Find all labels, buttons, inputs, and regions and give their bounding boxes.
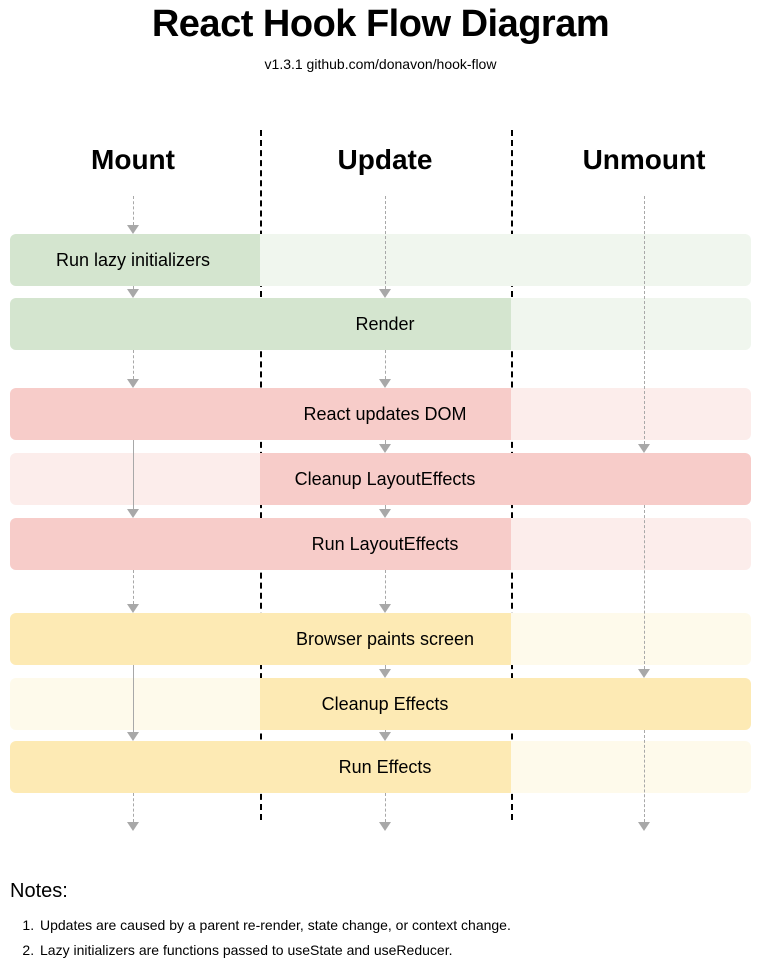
page-title: React Hook Flow Diagram <box>151 3 610 45</box>
update-arrow-enter-line <box>385 196 386 289</box>
update-arrow-run-effects-line <box>385 730 386 732</box>
mount-arrow-render-arrowhead <box>127 289 139 298</box>
lifecycle-row: Cleanup LayoutEffects <box>10 453 751 505</box>
lifecycle-row: Render <box>10 298 751 350</box>
row-segment-mount-inactive <box>10 453 260 505</box>
lifecycle-row: Cleanup Effects <box>10 678 751 730</box>
row-label: React updates DOM <box>303 404 467 424</box>
row-segment-update-active <box>260 453 511 505</box>
update-arrow-exit-arrowhead <box>379 822 391 831</box>
row-segment-update-active <box>260 298 511 350</box>
column-header-update: Update <box>337 144 433 175</box>
row-segment-unmount-inactive <box>511 298 751 350</box>
row-label: Run Effects <box>338 757 432 777</box>
update-arrow-dom-line <box>385 350 386 379</box>
unmount-arrow-exit-line <box>644 730 645 822</box>
mount-arrow-paint-arrowhead <box>127 604 139 613</box>
row-segment-unmount-inactive <box>511 613 751 665</box>
row-segment-mount-active <box>10 234 260 286</box>
row-segment-mount-active <box>10 298 260 350</box>
unmount-arrow-cleanup-layouteffects-line <box>644 196 645 444</box>
row-label: Run LayoutEffects <box>311 534 459 554</box>
row-segment-mount-active <box>10 741 260 793</box>
mount-skip-cleanup-layouteffects-line <box>133 440 134 509</box>
update-arrow-cleanup-effects-arrowhead <box>379 669 391 678</box>
row-segment-unmount-active <box>511 453 751 505</box>
lifecycle-row: Run LayoutEffects <box>10 518 751 570</box>
note-item: Lazy initializers are functions passed t… <box>38 938 751 963</box>
row-segment-unmount-inactive <box>511 741 751 793</box>
unmount-arrow-exit-arrowhead <box>638 822 650 831</box>
row-segment-mount-active <box>10 388 260 440</box>
update-arrow-enter-arrowhead <box>379 289 391 298</box>
row-segment-update-active <box>260 741 511 793</box>
mount-arrow-exit-line <box>133 793 134 822</box>
lifecycle-row: React updates DOM <box>10 388 751 440</box>
row-segment-mount-inactive <box>10 678 260 730</box>
row-segment-mount-active <box>10 613 260 665</box>
mount-skip-cleanup-effects-line <box>133 665 134 732</box>
row-segment-unmount-inactive <box>511 388 751 440</box>
update-arrow-run-layouteffects-line <box>385 505 386 509</box>
lifecycle-row: Browser paints screen <box>10 613 751 665</box>
page-header: React Hook Flow Diagram v1.3.1 github.co… <box>0 0 761 72</box>
unmount-arrow-cleanup-effects-arrowhead <box>638 669 650 678</box>
row-segment-unmount-inactive <box>511 234 751 286</box>
mount-skip-cleanup-layouteffects-arrowhead <box>127 509 139 518</box>
mount-arrow-enter-line <box>133 196 134 225</box>
row-segment-unmount-inactive <box>511 518 751 570</box>
update-arrow-paint-arrowhead <box>379 604 391 613</box>
update-arrow-paint-line <box>385 570 386 604</box>
notes-title: Notes: <box>10 880 68 902</box>
page-subtitle: v1.3.1 github.com/donavon/hook-flow <box>264 55 497 72</box>
column-header-mount: Mount <box>91 144 175 175</box>
mount-arrow-paint-line <box>133 570 134 604</box>
column-header-unmount: Unmount <box>582 144 706 175</box>
update-arrow-cleanup-effects-line <box>385 665 386 669</box>
row-segment-unmount-active <box>511 678 751 730</box>
mount-arrow-exit-arrowhead <box>127 822 139 831</box>
row-label: Cleanup Effects <box>321 694 449 714</box>
update-arrow-cleanup-layouteffects-arrowhead <box>379 444 391 453</box>
notes-section: Notes: Updates are caused by a parent re… <box>10 880 751 962</box>
mount-skip-cleanup-effects-arrowhead <box>127 732 139 741</box>
unmount-arrow-cleanup-layouteffects-arrowhead <box>638 444 650 453</box>
mount-arrow-enter-arrowhead <box>127 225 139 234</box>
update-arrow-run-effects-arrowhead <box>379 732 391 741</box>
row-label: Render <box>355 314 415 334</box>
mount-arrow-dom-line <box>133 350 134 379</box>
row-label: Browser paints screen <box>295 629 475 649</box>
notes-list: Updates are caused by a parent re-render… <box>10 913 751 962</box>
note-item: Updates are caused by a parent re-render… <box>38 913 751 938</box>
row-segment-mount-active <box>10 518 260 570</box>
update-arrow-run-layouteffects-arrowhead <box>379 509 391 518</box>
lifecycle-row: Run lazy initializers <box>10 234 751 286</box>
row-segment-update-active <box>260 613 511 665</box>
row-segment-update-active <box>260 678 511 730</box>
lifecycle-row: Run Effects <box>10 741 751 793</box>
mount-arrow-render-line <box>133 286 134 289</box>
row-label: Run lazy initializers <box>55 250 211 270</box>
mount-arrow-dom-arrowhead <box>127 379 139 388</box>
row-segment-update-active <box>260 518 511 570</box>
update-arrow-dom-arrowhead <box>379 379 391 388</box>
update-arrow-exit-line <box>385 793 386 822</box>
update-arrow-cleanup-layouteffects-line <box>385 440 386 444</box>
row-label: Cleanup LayoutEffects <box>294 469 476 489</box>
unmount-arrow-cleanup-effects-line <box>644 505 645 669</box>
row-segment-update-active <box>260 388 511 440</box>
